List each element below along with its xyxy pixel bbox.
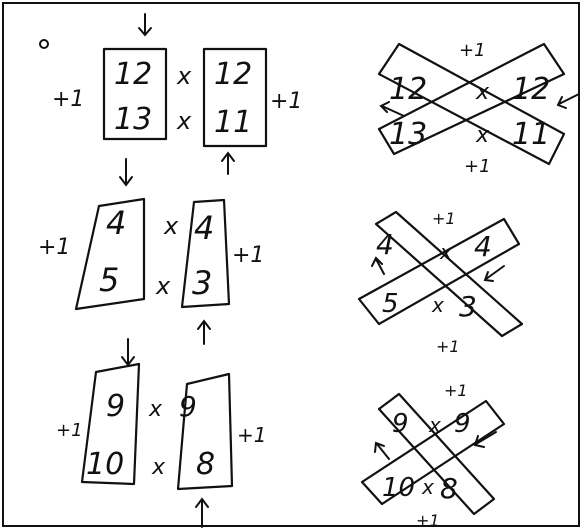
corner-dot — [39, 39, 49, 49]
middle-right-num-2: 3 — [192, 264, 212, 302]
top-cross-right-arrow — [556, 93, 580, 109]
top-cross-num-4: 11 — [512, 117, 550, 152]
middle-cross-band-up — [357, 217, 521, 326]
middle-cross-times-2: x — [431, 293, 444, 317]
top-times-2: x — [176, 107, 192, 135]
bottom-vertical-figure: +1 9 10 x x 9 8 +1 — [56, 338, 266, 528]
bottom-right-num-2: 8 — [196, 447, 215, 482]
middle-cross-figure: +1 4 x 4 5 x 3 +1 — [357, 209, 524, 356]
diagram-canvas: +1 12 13 x x 12 11 +1 +1 12 x 12 13 x 11… — [38, 13, 580, 529]
top-vertical-figure: +1 12 13 x x 12 11 +1 — [52, 13, 302, 175]
middle-cross-num-3: 5 — [382, 289, 399, 319]
bottom-times-2: x — [151, 455, 166, 480]
middle-right-num-1: 4 — [194, 209, 214, 247]
bottom-cross-right-arrow — [473, 431, 497, 448]
top-right-up-arrow — [221, 151, 235, 175]
middle-right-box — [180, 198, 231, 309]
top-cross-left-arrow — [379, 101, 405, 117]
middle-cross-left-arrow — [371, 256, 385, 275]
middle-cross-num-2: 4 — [474, 230, 492, 263]
top-cross-top-note: +1 — [459, 40, 486, 61]
bottom-cross-band-up — [360, 399, 506, 506]
bottom-cross-top-note: +1 — [444, 381, 468, 400]
top-cross-times-2: x — [475, 123, 490, 148]
top-cross-bottom-note: +1 — [464, 156, 491, 177]
middle-left-box — [74, 197, 146, 311]
top-left-num-1: 12 — [114, 57, 152, 92]
middle-vertical-figure: +1 4 5 x x 4 3 +1 — [38, 158, 264, 345]
middle-cross-times-1: x — [439, 240, 452, 264]
bottom-times-1: x — [148, 397, 163, 422]
bottom-cross-times-1: x — [428, 413, 441, 437]
bottom-left-num-2: 10 — [86, 447, 124, 482]
bottom-left-box — [80, 362, 141, 486]
bottom-cross-left-arrow — [374, 441, 390, 460]
middle-cross-num-4: 3 — [459, 290, 477, 323]
bottom-right-box — [176, 372, 234, 491]
bottom-left-note: +1 — [56, 420, 83, 441]
middle-left-note: +1 — [38, 235, 70, 260]
middle-left-num-2: 5 — [99, 261, 119, 299]
middle-times-2: x — [155, 272, 171, 300]
bottom-right-num-1: 9 — [179, 390, 197, 423]
middle-left-down-arrow — [119, 158, 133, 187]
middle-cross-top-note: +1 — [432, 209, 456, 228]
middle-cross-num-1: 4 — [376, 228, 394, 261]
top-left-num-2: 13 — [114, 102, 152, 137]
middle-cross-right-arrow — [483, 265, 505, 282]
top-left-note: +1 — [52, 87, 84, 112]
top-cross-band-up — [377, 42, 566, 156]
top-cross-num-1: 12 — [389, 72, 427, 107]
bottom-cross-figure: +1 9 x 9 10 x 8 +1 — [360, 381, 506, 529]
middle-times-1: x — [163, 212, 179, 240]
top-right-box — [202, 47, 268, 148]
bottom-right-up-arrow — [195, 497, 209, 528]
top-left-box — [102, 47, 168, 141]
middle-cross-band-down — [374, 210, 524, 338]
middle-cross-bottom-note: +1 — [436, 337, 460, 356]
bottom-cross-bottom-note: +1 — [416, 511, 440, 529]
top-left-down-arrow — [138, 13, 152, 37]
top-cross-band-down — [377, 42, 566, 166]
middle-left-num-1: 4 — [106, 204, 126, 242]
bottom-cross-num-2: 9 — [454, 409, 471, 439]
bottom-cross-num-3: 10 — [382, 473, 415, 503]
bottom-right-note: +1 — [237, 423, 266, 447]
bottom-cross-num-1: 9 — [392, 409, 409, 439]
top-cross-times-1: x — [475, 80, 490, 105]
top-times-1: x — [176, 62, 192, 90]
top-right-num-1: 12 — [214, 57, 252, 92]
top-right-num-2: 11 — [214, 105, 252, 140]
middle-right-up-arrow — [197, 319, 211, 345]
bottom-left-down-arrow — [121, 338, 135, 367]
top-cross-num-2: 12 — [512, 72, 550, 107]
top-right-note: +1 — [270, 89, 302, 114]
bottom-cross-times-2: x — [421, 475, 434, 499]
middle-right-note: +1 — [232, 243, 264, 268]
top-cross-num-3: 13 — [389, 117, 427, 152]
bottom-cross-band-down — [377, 392, 496, 516]
bottom-left-num-1: 9 — [106, 389, 125, 424]
top-cross-figure: +1 12 x 12 13 x 11 +1 — [377, 40, 580, 177]
bottom-cross-num-4: 8 — [440, 472, 458, 505]
